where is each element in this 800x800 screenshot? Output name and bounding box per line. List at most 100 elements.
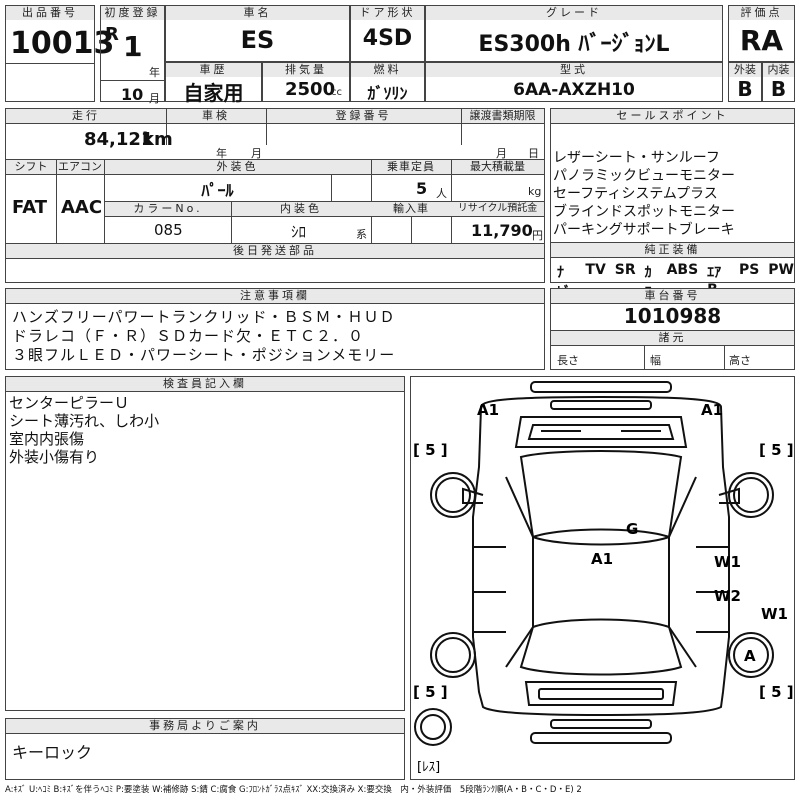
fuel-label: 燃料 bbox=[351, 63, 424, 77]
height-label: 高さ bbox=[729, 354, 751, 367]
interior-grade-value: B bbox=[770, 77, 787, 101]
inspector-box: 検査員記入欄 センターピラーＵ シート薄汚れ、しわ小 室内内張傷 外装小傷有り bbox=[5, 376, 405, 711]
transfer-day-unit: 日 bbox=[528, 147, 539, 160]
inspector-lines: センターピラーＵ シート薄汚れ、しわ小 室内内張傷 外装小傷有り bbox=[9, 394, 159, 466]
recycle-value: 11,790 bbox=[471, 221, 533, 240]
details-box: 走行 車検 登録番号 譲渡書類期限 84,121 km 年 月 月 日 シフト … bbox=[5, 108, 545, 283]
car-name-box: 車名 ES bbox=[165, 5, 350, 62]
inspection-month-unit: 月 bbox=[251, 147, 262, 160]
reg-no-label: 登録番号 bbox=[266, 109, 461, 123]
equipment-item: PW bbox=[768, 262, 794, 278]
color-no-label: カラーNo. bbox=[105, 202, 231, 216]
car-diagram: [ 5 ] [ 5 ] [ 5 ] [ 5 ] [ﾚｽ] A1 A1 G A1 … bbox=[413, 381, 794, 775]
door-value: 4SD bbox=[362, 26, 413, 51]
office-label: 事務局よりご案内 bbox=[6, 719, 404, 733]
grade-label: グレード bbox=[426, 6, 722, 20]
car-name-label: 車名 bbox=[166, 6, 349, 20]
sales-lines: レザーシート・サンルーフ パノラミックビューモニター セーフティシステムプラス … bbox=[553, 149, 735, 239]
displacement-value: 2500 bbox=[285, 79, 336, 100]
inspection-year-unit: 年 bbox=[216, 147, 227, 160]
ac-value: AAC bbox=[61, 197, 103, 218]
sales-line: パーキングサポートブレーキ bbox=[553, 222, 735, 238]
mark-w2-door: W2 bbox=[714, 587, 741, 605]
rating-box: 評価点 RA bbox=[728, 5, 795, 62]
mark-g-glass: G bbox=[626, 520, 638, 538]
notes-line: ３眼フルＬＥＤ・パワーシート・ポジションメモリー bbox=[12, 346, 396, 364]
inspector-label: 検査員記入欄 bbox=[6, 377, 404, 391]
mark-a1-front-left: A1 bbox=[477, 401, 499, 419]
mark-a1-roof: A1 bbox=[591, 550, 613, 568]
grade-box: グレード ES300h ﾊﾞｰｼﾞｮﾝL bbox=[425, 5, 723, 62]
exterior-grade-label: 外装 bbox=[729, 63, 761, 77]
car-name-value: ES bbox=[240, 26, 275, 54]
int-color-label: 内装色 bbox=[231, 202, 371, 216]
model-value: 6AA-AXZH10 bbox=[513, 80, 635, 100]
ext-color-value: ﾊﾟｰﾙ bbox=[201, 181, 234, 200]
inspector-line: 外装小傷有り bbox=[9, 448, 100, 466]
tire-front-right: [ 5 ] bbox=[759, 441, 794, 459]
mark-w1-door: W1 bbox=[714, 553, 741, 571]
recycle-label: リサイクル預託金 bbox=[451, 202, 544, 216]
grade-value: ES300h ﾊﾞｰｼﾞｮﾝL bbox=[478, 32, 670, 57]
month-value: 10 bbox=[121, 85, 144, 104]
ac-label: エアコン bbox=[56, 160, 104, 174]
notes-box: 注意事項欄 ハンズフリーパワートランクリッド・ＢＳＭ・ＨＵＤ ドラレコ（Ｆ・Ｒ）… bbox=[5, 288, 545, 370]
chassis-value: 1010988 bbox=[623, 304, 722, 328]
notes-label: 注意事項欄 bbox=[6, 289, 544, 303]
equipment-item: TV bbox=[585, 262, 606, 278]
displacement-box: 排気量 2500 cc bbox=[262, 62, 350, 102]
door-box: ドア形状 4SD bbox=[350, 5, 425, 62]
lot-value: 10013 bbox=[10, 26, 115, 61]
exterior-grade-value: B bbox=[737, 77, 753, 101]
sales-box: セールスポイント レザーシート・サンルーフ パノラミックビューモニター セーフテ… bbox=[550, 108, 795, 301]
lot-box: 出品番号 10013 bbox=[5, 5, 114, 102]
transfer-month-unit: 月 bbox=[496, 147, 507, 160]
inspector-line: シート薄汚れ、しわ小 bbox=[9, 412, 160, 430]
mileage-value: 84,121 bbox=[84, 129, 154, 150]
chassis-box: 車台番号 1010988 諸元 長さ 幅 高さ bbox=[550, 288, 795, 370]
interior-grade-label: 内装 bbox=[763, 63, 794, 77]
int-color-unit: 系 bbox=[356, 228, 367, 241]
mark-a-wheel: A bbox=[744, 647, 756, 665]
model-box: 型式 6AA-AXZH10 bbox=[425, 62, 723, 102]
mark-a1-front-right: A1 bbox=[701, 401, 723, 419]
tire-rear-right: [ 5 ] bbox=[759, 683, 794, 701]
lot-label: 出品番号 bbox=[6, 6, 94, 20]
transfer-label: 譲渡書類期限 bbox=[461, 109, 544, 123]
history-value: 自家用 bbox=[183, 81, 244, 105]
exterior-grade-box: 外装 B bbox=[728, 62, 762, 102]
rating-label: 評価点 bbox=[729, 6, 794, 20]
month-unit: 月 bbox=[149, 92, 160, 105]
era-value: R bbox=[105, 24, 119, 45]
equipment-label: 純正装備 bbox=[551, 243, 794, 257]
fuel-value: ｶﾞｿﾘﾝ bbox=[367, 84, 408, 103]
office-box: 事務局よりご案内 キーロック bbox=[5, 718, 405, 780]
interior-grade-box: 内装 B bbox=[762, 62, 795, 102]
first-reg-label: 初度登録 bbox=[101, 6, 164, 20]
seats-unit: 人 bbox=[436, 187, 447, 200]
chassis-label: 車台番号 bbox=[551, 289, 794, 303]
model-label: 型式 bbox=[426, 63, 722, 77]
equipment-item: SR bbox=[614, 262, 636, 278]
inspector-line: センターピラーＵ bbox=[9, 394, 130, 412]
seats-label: 乗車定員 bbox=[371, 160, 451, 174]
inspection-label: 車検 bbox=[166, 109, 266, 123]
sales-label: セールスポイント bbox=[551, 109, 794, 123]
max-load-label: 最大積載量 bbox=[451, 160, 544, 174]
mileage-label: 走行 bbox=[6, 109, 166, 123]
length-label: 長さ bbox=[557, 354, 579, 367]
max-load-unit: kg bbox=[528, 185, 542, 198]
sales-line: レザーシート・サンルーフ bbox=[553, 150, 720, 166]
door-label: ドア形状 bbox=[351, 6, 424, 20]
width-label: 幅 bbox=[650, 354, 661, 367]
seats-value: 5 bbox=[416, 179, 428, 198]
ext-color-label: 外装色 bbox=[104, 160, 371, 174]
year-value: 1 bbox=[123, 30, 143, 63]
tire-front-left: [ 5 ] bbox=[413, 441, 448, 459]
notes-line: ドラレコ（Ｆ・Ｒ）ＳＤカード欠・ＥＴＣ２．０ bbox=[12, 327, 365, 345]
int-color-value: ｼﾛ bbox=[291, 223, 307, 241]
import-label: 輸入車 bbox=[371, 202, 451, 216]
equipment-item: PS bbox=[738, 262, 760, 278]
later-parts-label: 後日発送部品 bbox=[6, 244, 544, 258]
tire-rear-left: [ 5 ] bbox=[413, 683, 448, 701]
